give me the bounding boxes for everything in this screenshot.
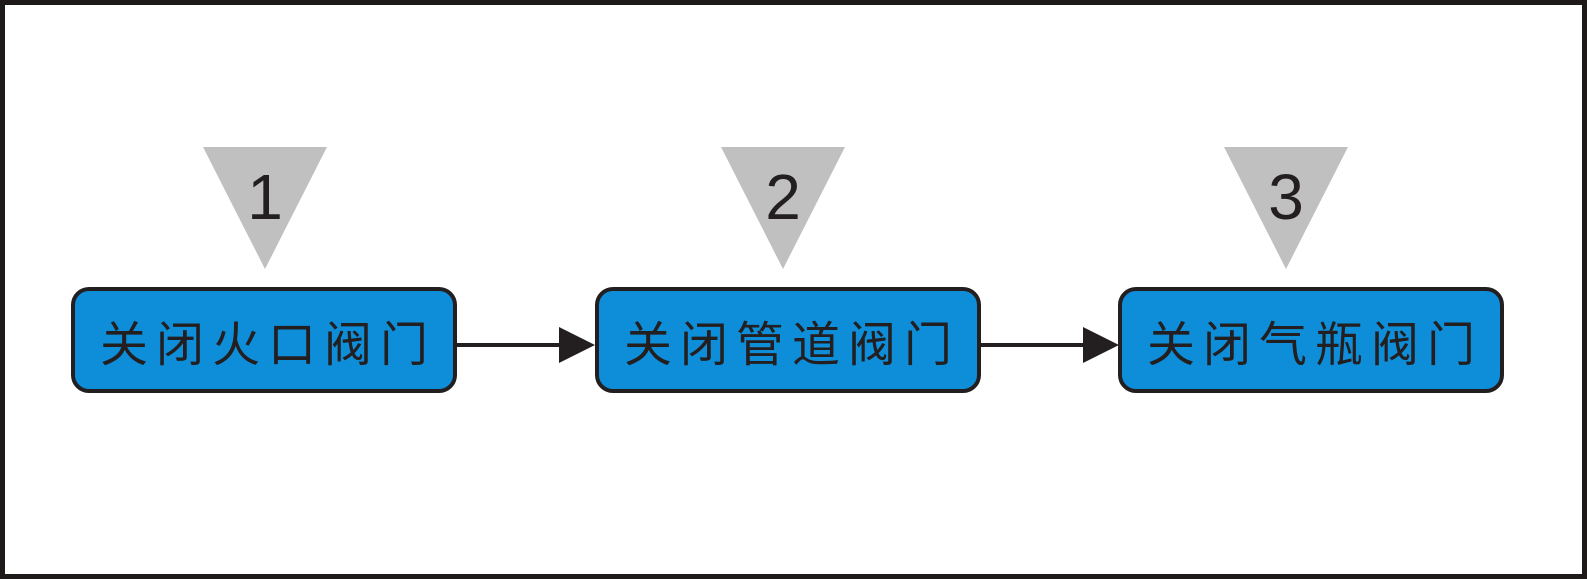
step-1-label: 关闭火口阀门 — [99, 317, 436, 373]
arrow-1-to-2 — [457, 327, 597, 363]
triangle-marker-icon — [1224, 147, 1348, 269]
step-1-marker: 1 — [203, 147, 327, 269]
step-3-label: 关闭气瓶阀门 — [1146, 317, 1483, 373]
triangle-marker-icon — [721, 147, 845, 269]
step-3-box: 关闭气瓶阀门 — [1118, 287, 1504, 393]
triangle-marker-icon — [203, 147, 327, 269]
step-1-number: 1 — [247, 161, 283, 233]
step-1-box: 关闭火口阀门 — [71, 287, 457, 393]
step-2-label: 关闭管道阀门 — [623, 317, 960, 373]
arrow-right-icon — [981, 327, 1119, 363]
step-3-number: 3 — [1268, 161, 1304, 233]
arrow-right-icon — [457, 327, 595, 363]
step-2-marker: 2 — [721, 147, 845, 269]
step-2-box: 关闭管道阀门 — [595, 287, 981, 393]
arrow-2-to-3 — [981, 327, 1121, 363]
step-2-number: 2 — [765, 161, 801, 233]
step-3-marker: 3 — [1224, 147, 1348, 269]
